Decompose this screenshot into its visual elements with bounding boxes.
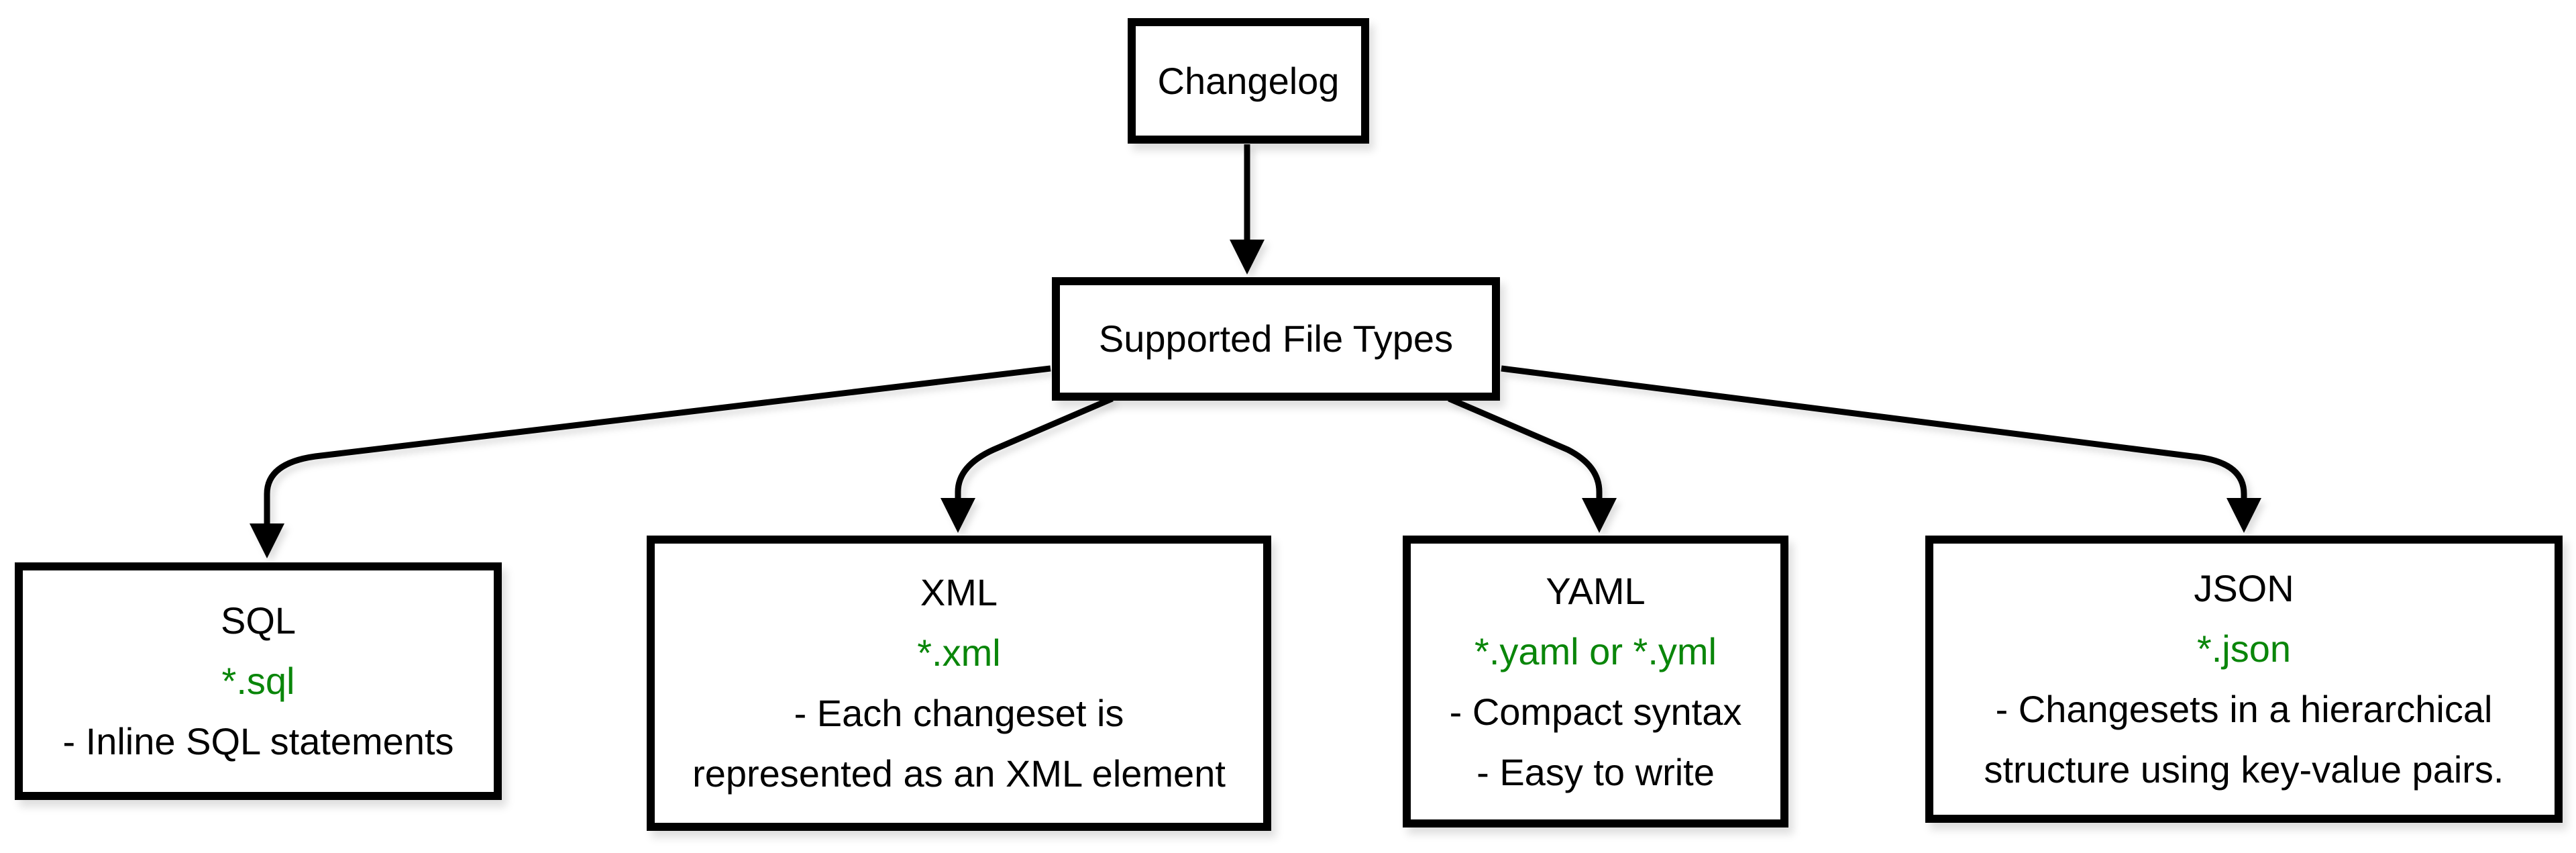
type-description-line: - Compact syntax [1449,690,1742,733]
type-name-label: YAML [1546,569,1646,612]
edge-supported-file-types-to-json [1501,365,2247,500]
arrowhead-supported-file-types [1230,240,1265,274]
type-description-line: represented as an XML element [692,752,1226,795]
node-supported-file-types: Supported File Types [1052,277,1500,401]
node-changelog: Changelog [1128,18,1369,144]
type-description-line: - Changesets in a hierarchical [1995,688,2493,730]
arrowhead-sql [250,523,284,558]
node-yaml: YAML *.yaml or *.yml - Compact syntax - … [1403,536,1788,827]
arrowhead-xml [941,498,975,533]
edge-supported-file-types-to-xml [955,395,1114,500]
node-sql: SQL *.sql - Inline SQL statements [15,562,502,800]
type-description-line: structure using key-value pairs. [1984,748,2504,791]
type-name-label: SQL [220,599,297,642]
arrowhead-yaml [1582,498,1617,533]
file-extension-label: *.sql [221,660,295,702]
edge-supported-file-types-to-sql [264,365,1051,525]
type-description-line: - Each changeset is [794,692,1124,734]
file-extension-label: *.xml [917,632,1001,674]
type-name-label: XML [920,571,998,613]
node-supported-file-types-label: Supported File Types [1098,317,1454,360]
arrowhead-json [2226,498,2261,533]
file-extension-label: *.yaml or *.yml [1474,630,1717,672]
type-name-label: JSON [2194,567,2294,609]
node-json: JSON *.json - Changesets in a hierarchic… [1925,536,2563,823]
node-xml: XML *.xml - Each changeset is represente… [647,536,1271,831]
edge-supported-file-types-to-yaml [1448,395,1603,500]
node-changelog-label: Changelog [1157,59,1340,102]
type-description-line: - Easy to write [1477,750,1715,793]
file-extension-label: *.json [2196,628,2292,670]
type-description-line: - Inline SQL statements [62,720,454,762]
